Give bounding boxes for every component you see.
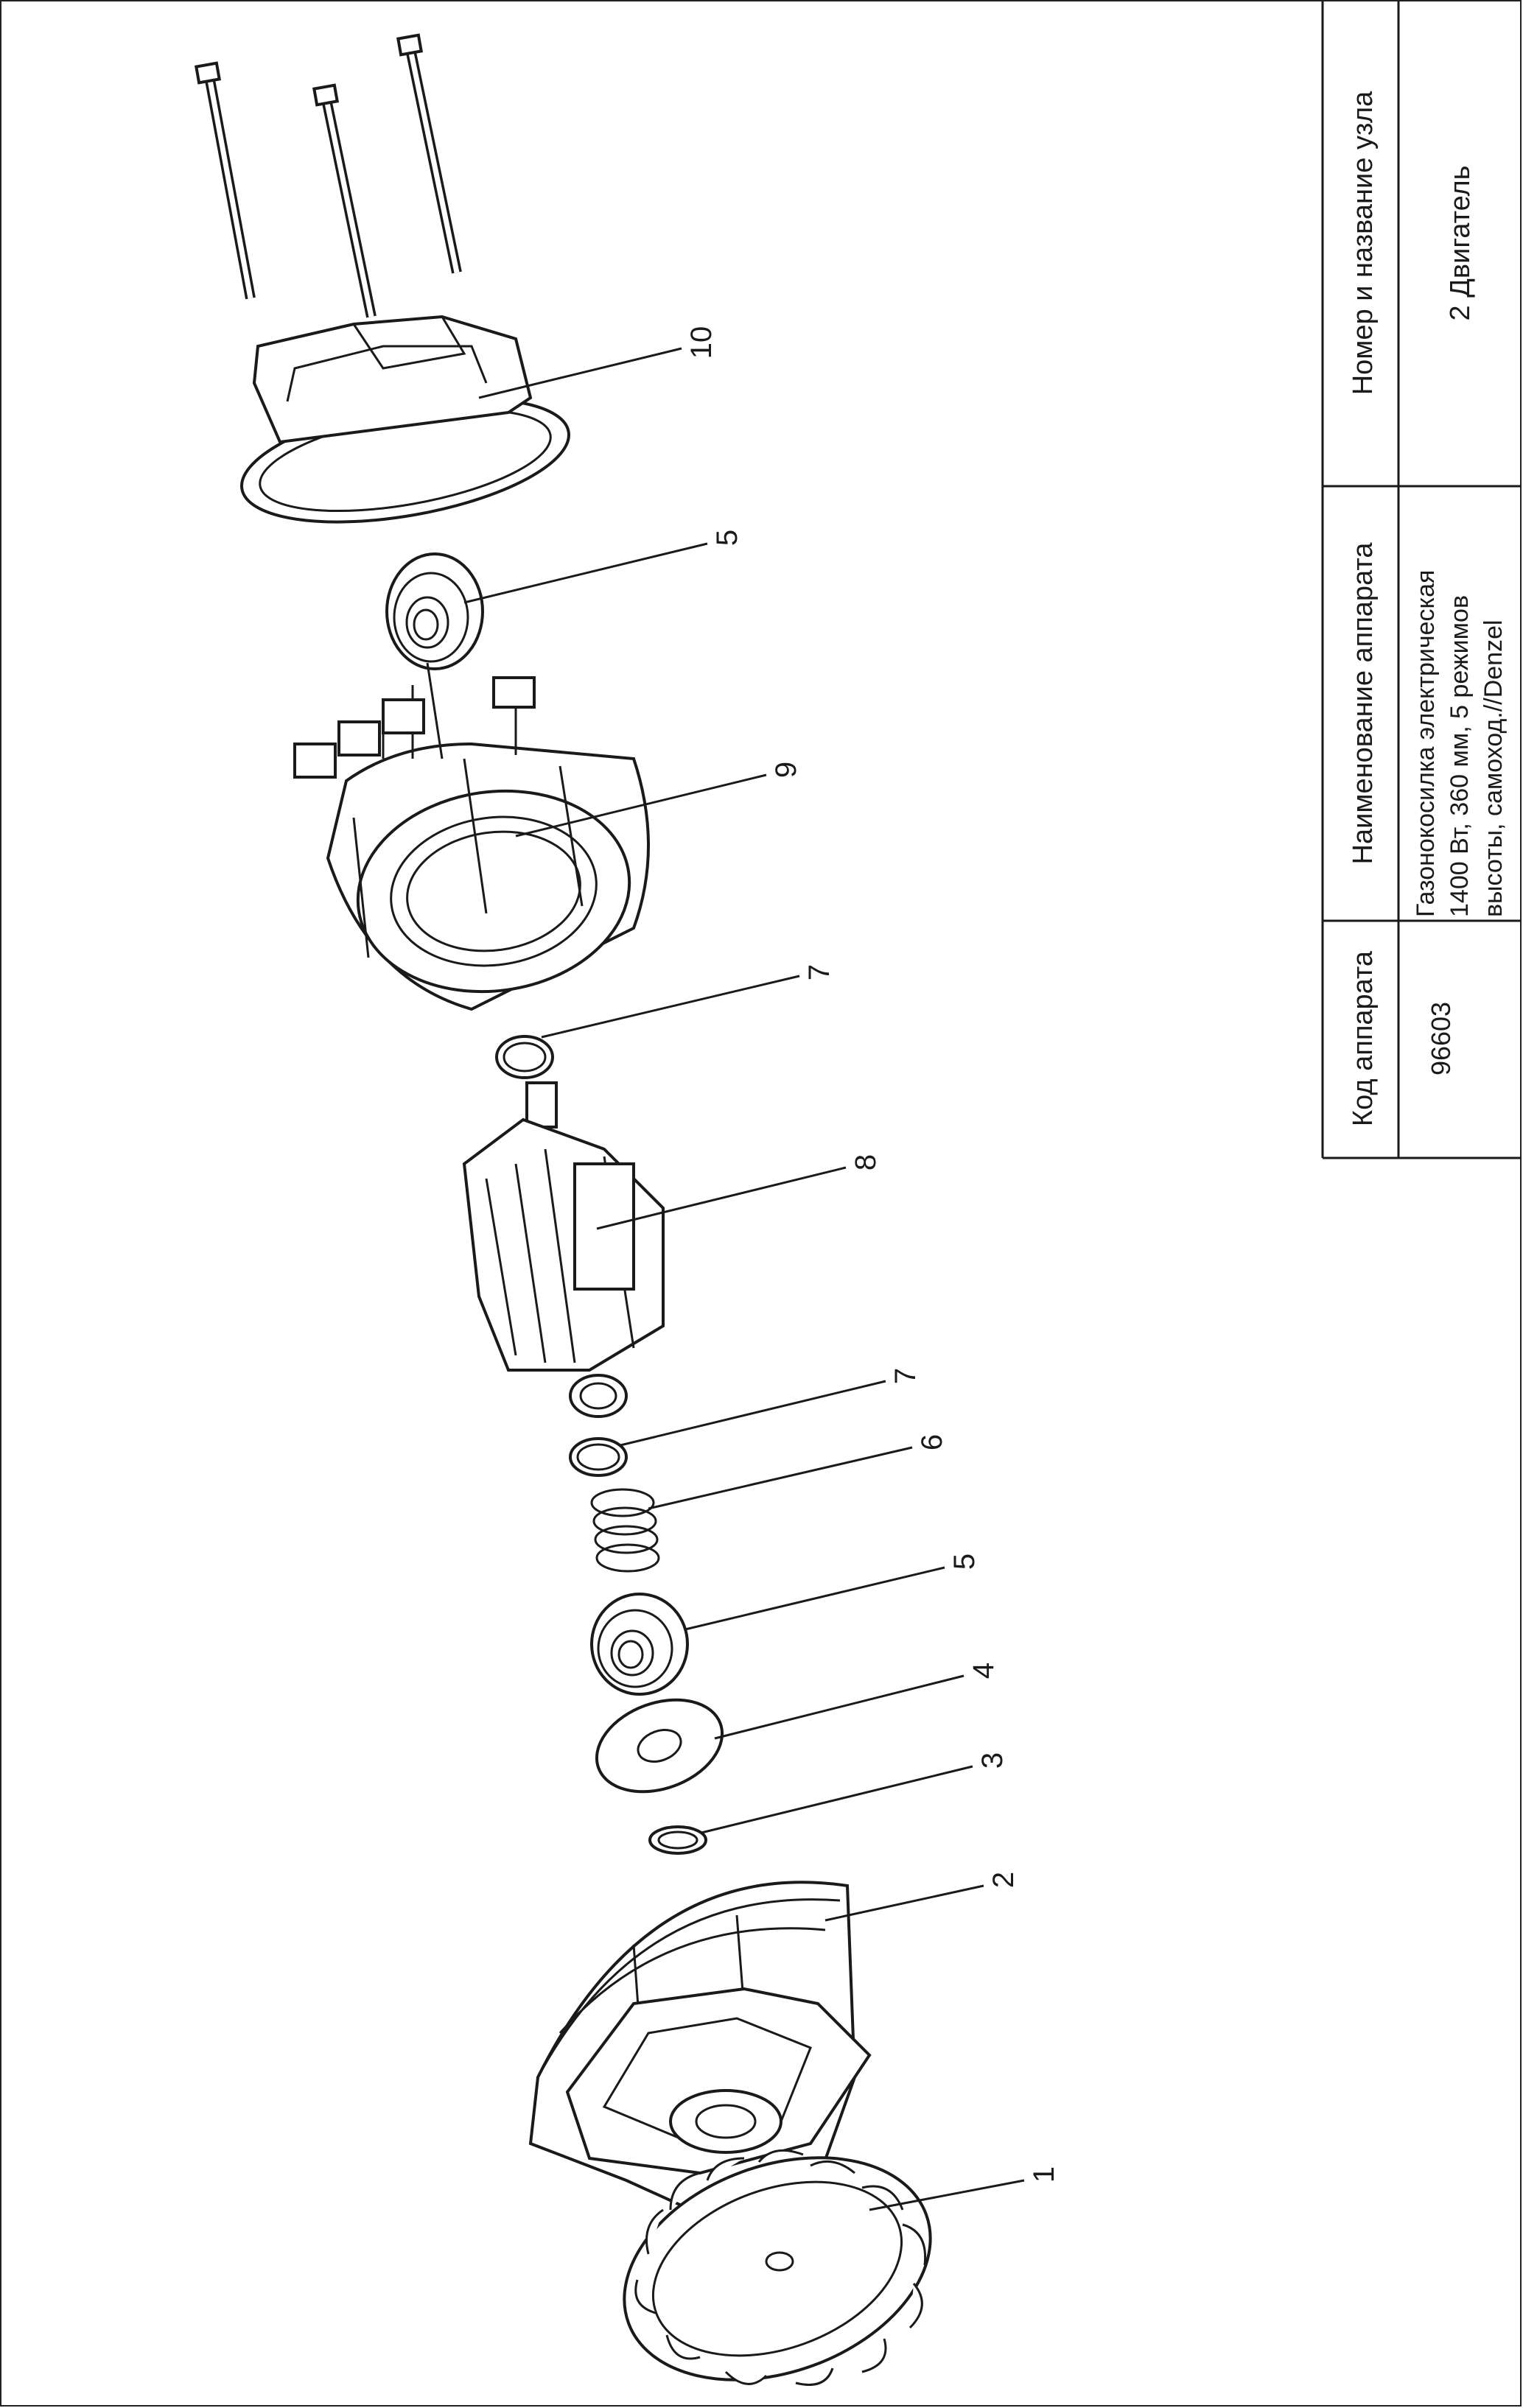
callout-7-upper: 7: [803, 964, 836, 980]
retaining-ring: [648, 1825, 707, 1855]
callout-10: 10: [685, 326, 718, 359]
stator: [293, 662, 650, 1011]
callouts: 10 5 9 7 8 7 6 5 4 3 2 1: [463, 326, 1060, 2211]
callout-2: 2: [987, 1872, 1020, 1888]
bearing-lower: [590, 1593, 689, 1696]
callout-8: 8: [850, 1154, 882, 1170]
fan-impeller: [623, 2149, 932, 2386]
callout-5-lower: 5: [948, 1554, 981, 1570]
callout-7-lower: 7: [889, 1368, 922, 1384]
callout-4: 4: [967, 1663, 1000, 1679]
value-code: 96603: [1426, 1002, 1456, 1075]
spring: [590, 1488, 660, 1573]
header-name: Наименование аппарата: [1348, 542, 1379, 865]
value-node: 2 Двигатель: [1445, 166, 1476, 321]
circlip-upper: [495, 1035, 554, 1079]
callout-5-upper: 5: [711, 530, 743, 546]
callout-1: 1: [1028, 2166, 1060, 2183]
front-housing: [528, 1881, 872, 2219]
washer: [595, 1698, 724, 1794]
rotor: [462, 1081, 665, 1418]
title-block: Код аппарата Наименование аппарата Номер…: [1321, 1, 1522, 1159]
value-name-line-3: высоты, самоход.//Denzel: [1480, 619, 1508, 917]
value-name-line-2: 1400 Вт, 360 мм, 5 режимов: [1446, 595, 1474, 917]
header-code: Код аппарата: [1348, 950, 1379, 1126]
callout-6: 6: [916, 1434, 948, 1450]
value-name-line-1: Газонокосилка электрическая: [1412, 570, 1440, 917]
bearing-upper: [385, 552, 484, 670]
header-node: Номер и название узла: [1348, 91, 1379, 395]
callout-3: 3: [976, 1752, 1009, 1769]
long-bolts: [194, 33, 462, 318]
circlip-lower: [569, 1437, 628, 1477]
callout-9: 9: [770, 762, 802, 778]
rear-housing: [240, 315, 570, 524]
